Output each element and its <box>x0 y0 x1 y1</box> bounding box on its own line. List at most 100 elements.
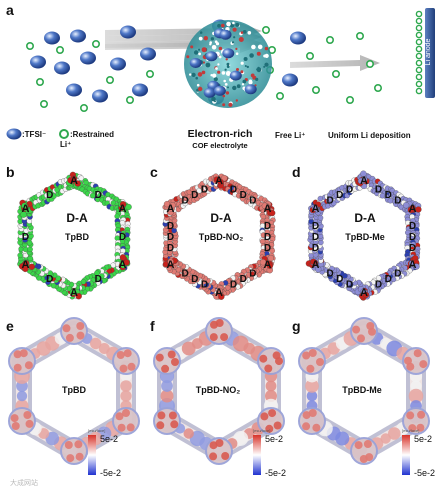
acceptor-label: A <box>70 287 78 299</box>
vertex-atom <box>221 174 228 182</box>
cof-atom <box>232 85 237 91</box>
atom-bead <box>94 270 100 276</box>
cof-atom <box>218 46 223 51</box>
tfsi-anion <box>219 29 232 40</box>
li-ion <box>55 45 64 54</box>
li-deposit <box>415 31 423 39</box>
esp-node-lobe <box>273 421 282 430</box>
donor-label: D <box>240 274 247 285</box>
cof-atom <box>264 46 269 51</box>
donor-label: D <box>264 221 271 232</box>
esp-g-label: TpBD-Me <box>342 385 382 395</box>
vertex-atom <box>362 291 370 299</box>
li-ion <box>25 41 34 50</box>
tfsi-anion <box>92 89 108 103</box>
li-ion-icon <box>59 129 69 139</box>
atom-bead <box>90 192 96 199</box>
esp-node <box>60 437 88 465</box>
acceptor-label: A <box>215 175 223 187</box>
cof-atom <box>235 47 238 51</box>
li-deposit <box>415 24 423 32</box>
cof-atom <box>244 65 247 67</box>
legend-restrained-text: :Restrained <box>70 129 115 139</box>
donor-label: D <box>249 196 256 207</box>
cof-atom <box>198 36 203 41</box>
esp-node-lobe <box>259 354 268 363</box>
tfsi-anion <box>282 73 298 87</box>
esp-node-lobe <box>156 421 165 430</box>
esp-node-lobe <box>215 319 224 327</box>
cof-atom <box>198 86 203 92</box>
colorbar-f-min: -5e-2 <box>265 468 287 478</box>
cof-atom <box>201 70 206 75</box>
colorbar-e-unit: [esu/face] <box>88 428 106 433</box>
cof-atom <box>189 73 192 76</box>
cof-atom <box>235 99 238 102</box>
donor-label: D <box>191 274 198 285</box>
acceptor-label: A <box>22 259 30 271</box>
cof-atom <box>246 65 249 69</box>
atom-bead <box>375 275 382 281</box>
acceptor-label: A <box>264 259 272 271</box>
cof-atom <box>236 84 241 89</box>
cof-atom <box>225 91 230 95</box>
esp-node-lobe <box>75 452 84 461</box>
panel-b-letter: b <box>6 164 15 180</box>
tfsi-anion <box>66 83 82 97</box>
acceptor-label: A <box>119 203 127 215</box>
cof-atom <box>263 54 267 58</box>
esp-node-lobe <box>64 441 73 449</box>
colorbar-f <box>253 435 261 475</box>
esp-node-lobe <box>122 409 130 417</box>
atom-bead <box>329 265 335 272</box>
esp-node-lobe <box>23 411 32 419</box>
esp-node-lobe <box>117 423 126 432</box>
cof-atom <box>226 62 230 66</box>
vertex-atom <box>218 293 225 300</box>
esp-node-lobe <box>10 414 19 423</box>
esp-node-lobe <box>308 409 317 417</box>
colorbar-e-min: -5e-2 <box>100 468 122 478</box>
donor-label: D <box>201 184 208 195</box>
vertex-atom <box>216 287 223 295</box>
esp-node-lobe <box>11 422 20 430</box>
esp-node-lobe <box>115 412 124 421</box>
esp-node-lobe <box>171 358 179 366</box>
vertex-atom <box>21 202 28 209</box>
esp-node-lobe <box>308 349 317 357</box>
atom-bead <box>17 252 23 259</box>
cof-atom <box>214 78 217 82</box>
cof-atom <box>243 57 248 61</box>
li-ion <box>305 51 314 60</box>
esp-lobe <box>388 427 401 440</box>
atom-bead <box>260 232 267 238</box>
cof-atom <box>226 21 231 27</box>
vertex-atom <box>119 201 127 208</box>
esp-node-lobe <box>265 424 274 433</box>
cof-atom <box>203 36 208 41</box>
watermark: 大成网站 <box>10 480 38 487</box>
donor-label: D <box>167 243 174 254</box>
cof-atom <box>197 72 203 77</box>
cof-atom <box>191 72 196 77</box>
acceptor-label: A <box>312 203 320 215</box>
acceptor-label: A <box>167 259 175 271</box>
esp-lobe <box>183 428 194 439</box>
esp-lobe <box>265 390 277 402</box>
cof-atom <box>263 65 266 68</box>
esp-lobe <box>120 390 132 402</box>
donor-label: D <box>46 190 53 201</box>
cof-atom <box>228 102 233 107</box>
cof-atom <box>248 79 253 83</box>
donor-label: D <box>346 280 353 291</box>
cof-atom <box>215 67 218 70</box>
esp-node-lobe <box>170 420 179 429</box>
vertex-atom <box>22 265 29 273</box>
tfsi-anion <box>290 31 306 45</box>
legend-tfsi: :TFSI⁻ <box>6 128 46 140</box>
donor-label: D <box>230 184 237 195</box>
donor-label: D <box>249 268 256 279</box>
panel-g-letter: g <box>292 318 301 334</box>
esp-node-lobe <box>123 349 132 358</box>
